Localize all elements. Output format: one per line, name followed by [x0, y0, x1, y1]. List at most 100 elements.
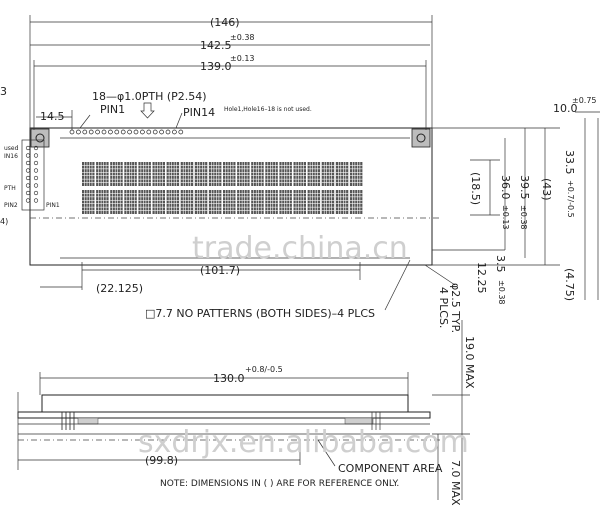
corner-pad-top-right — [411, 128, 431, 148]
lcd-char-cell — [321, 162, 335, 186]
lcd-char-cell — [265, 190, 278, 214]
lcd-char-cell — [194, 190, 208, 214]
left-pin16-label: IN16 — [4, 153, 18, 160]
dim-height-39: 39.5 — [518, 175, 531, 200]
pin-hole — [146, 129, 152, 135]
left-pin-hole — [33, 183, 39, 188]
lcd-char-cell — [124, 190, 137, 214]
pin-hole — [140, 129, 145, 135]
left-pin1-label: PIN1 — [46, 202, 60, 209]
no-patterns-label: □7.7 NO PATTERNS (BOTH SIDES)–4 PLCS — [145, 307, 375, 320]
left-pin-hole — [25, 198, 31, 203]
lcd-char-cell — [124, 162, 137, 186]
left-pin-hole — [25, 168, 31, 173]
lcd-char-cell — [82, 190, 95, 214]
corner-pad-top-left — [30, 128, 50, 148]
left-connector-pins — [25, 145, 39, 203]
dim-max-height: 19.0 MAX — [463, 336, 476, 389]
pin-hole — [172, 129, 177, 135]
left-pin-hole — [33, 198, 39, 203]
left-used-label: used — [4, 145, 19, 152]
dim-side-height: 33.5 — [563, 150, 576, 175]
pin-hole — [88, 129, 94, 135]
lcd-char-cell — [180, 190, 194, 214]
left-pin-hole — [25, 145, 31, 151]
dim-side-thickness: 10.0 — [553, 102, 578, 115]
pin1-label: PIN1 — [100, 103, 125, 116]
pin-hole — [82, 129, 88, 135]
lcd-char-cell — [96, 162, 109, 186]
pin-hole — [178, 129, 184, 135]
dim-hole-pitch: 139.0 — [200, 60, 232, 73]
bottom-pins — [61, 412, 75, 430]
lcd-char-cell — [152, 190, 165, 214]
dim-char-height: (18.5) — [469, 172, 482, 205]
dim-bottom-width-tol: +0.8/-0.5 — [245, 365, 283, 374]
bottom-view — [17, 320, 470, 500]
left-pin-hole — [25, 175, 31, 181]
dim-view-area-width: (101.7) — [200, 264, 240, 277]
pin-header-label: 18—φ1.0PTH (P2.54) — [92, 90, 207, 103]
left-pin-hole — [25, 160, 31, 166]
left-pth-label: PTH — [4, 185, 16, 192]
dim-left-cut: 3 — [0, 85, 7, 98]
lcd-char-cell — [237, 162, 250, 186]
lcd-char-cell — [208, 162, 222, 186]
lcd-char-cell — [321, 190, 335, 214]
pin-header-holes — [69, 129, 184, 135]
component-area-right — [344, 417, 374, 425]
left-four-label: 4) — [0, 217, 8, 226]
dim-bottom-ref: (99.8) — [145, 454, 178, 467]
lcd-char-cell — [223, 190, 236, 214]
dim-height-39-tol: ±0.38 — [519, 205, 528, 230]
lcd-char-cell — [138, 162, 151, 186]
down-arrow-icon — [140, 102, 155, 119]
lcd-char-cell — [335, 162, 349, 186]
lcd-char-cell — [166, 190, 180, 214]
lcd-char-cell — [349, 190, 363, 214]
dim-offset-1225: 12.25 — [475, 262, 488, 294]
pin-hole — [101, 129, 107, 135]
lcd-char-cell — [82, 162, 95, 186]
lcd-char-cell — [279, 162, 292, 186]
pin-hole — [165, 129, 171, 135]
left-pin-hole — [33, 168, 39, 173]
side-view — [575, 111, 600, 300]
lcd-char-cell — [152, 162, 165, 186]
lcd-char-cell — [166, 162, 180, 186]
lcd-char-cell — [110, 162, 123, 186]
dim-hole-count: 4 PLCS. — [437, 287, 450, 328]
front-view — [21, 15, 560, 311]
pin-hole — [108, 129, 113, 135]
left-pin-hole — [33, 145, 39, 151]
lcd-char-cell — [194, 162, 208, 186]
lcd-char-cell — [293, 162, 306, 186]
dim-max-7: 7.0 MAX — [449, 460, 462, 506]
dim-height-43: (43) — [540, 178, 553, 201]
pin-hole — [69, 129, 75, 135]
left-pin-hole — [25, 190, 31, 196]
dim-hole-dia: φ2.5 TYP. — [449, 283, 462, 333]
pin14-label: PIN14 — [183, 106, 215, 119]
reference-note: NOTE: DIMENSIONS IN ( ) ARE FOR REFERENC… — [160, 479, 399, 489]
left-pin-hole — [25, 183, 31, 188]
lcd-char-cell — [335, 190, 349, 214]
left-pin-hole — [25, 153, 31, 158]
pin-hole — [76, 129, 81, 135]
left-pin-hole — [33, 153, 39, 158]
lcd-char-cell — [110, 190, 123, 214]
dim-offset-35-tol: ±0.38 — [497, 280, 506, 305]
dim-height-36: 36.0 — [499, 175, 512, 200]
lcd-character-grid — [82, 162, 363, 214]
dim-side-height-tol: +0.7/-0.5 — [566, 180, 575, 218]
left-pin-hole — [33, 190, 39, 196]
dim-bottom-width: 130.0 — [213, 372, 245, 385]
dim-side-thickness-tol: ±0.75 — [572, 96, 597, 105]
lcd-char-cell — [307, 190, 321, 214]
pin-hole — [159, 129, 164, 135]
pin-hole — [133, 129, 139, 135]
dim-pcb-width-tol: ±0.38 — [230, 33, 255, 42]
bezel-side — [41, 394, 409, 413]
lcd-char-cell — [138, 190, 151, 214]
